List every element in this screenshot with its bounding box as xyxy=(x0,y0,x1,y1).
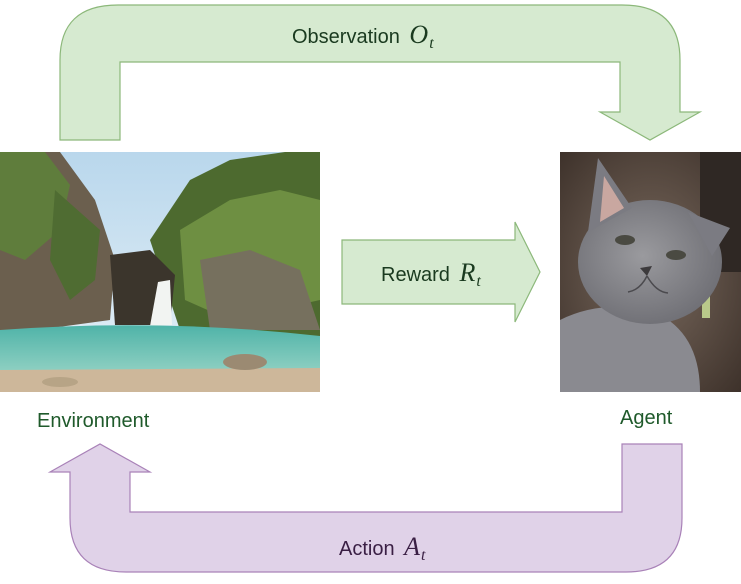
action-symbol: At xyxy=(404,532,426,564)
reward-text: Reward xyxy=(381,264,450,286)
agent-image xyxy=(560,152,741,392)
reward-arrow xyxy=(341,221,541,323)
action-label: Action At xyxy=(339,532,426,565)
environment-image xyxy=(0,152,320,392)
action-arrow xyxy=(47,443,683,573)
reward-symbol: Rt xyxy=(459,258,481,290)
cat-head xyxy=(578,200,722,324)
environment-caption: Environment xyxy=(37,410,150,432)
observation-symbol: Ot xyxy=(409,20,434,52)
reward-label: Reward Rt xyxy=(381,258,481,291)
observation-text: Observation xyxy=(292,26,400,48)
observation-arrow xyxy=(59,4,703,141)
action-text: Action xyxy=(339,538,395,560)
agent-caption: Agent xyxy=(620,407,673,429)
observation-label: Observation Ot xyxy=(292,20,434,53)
